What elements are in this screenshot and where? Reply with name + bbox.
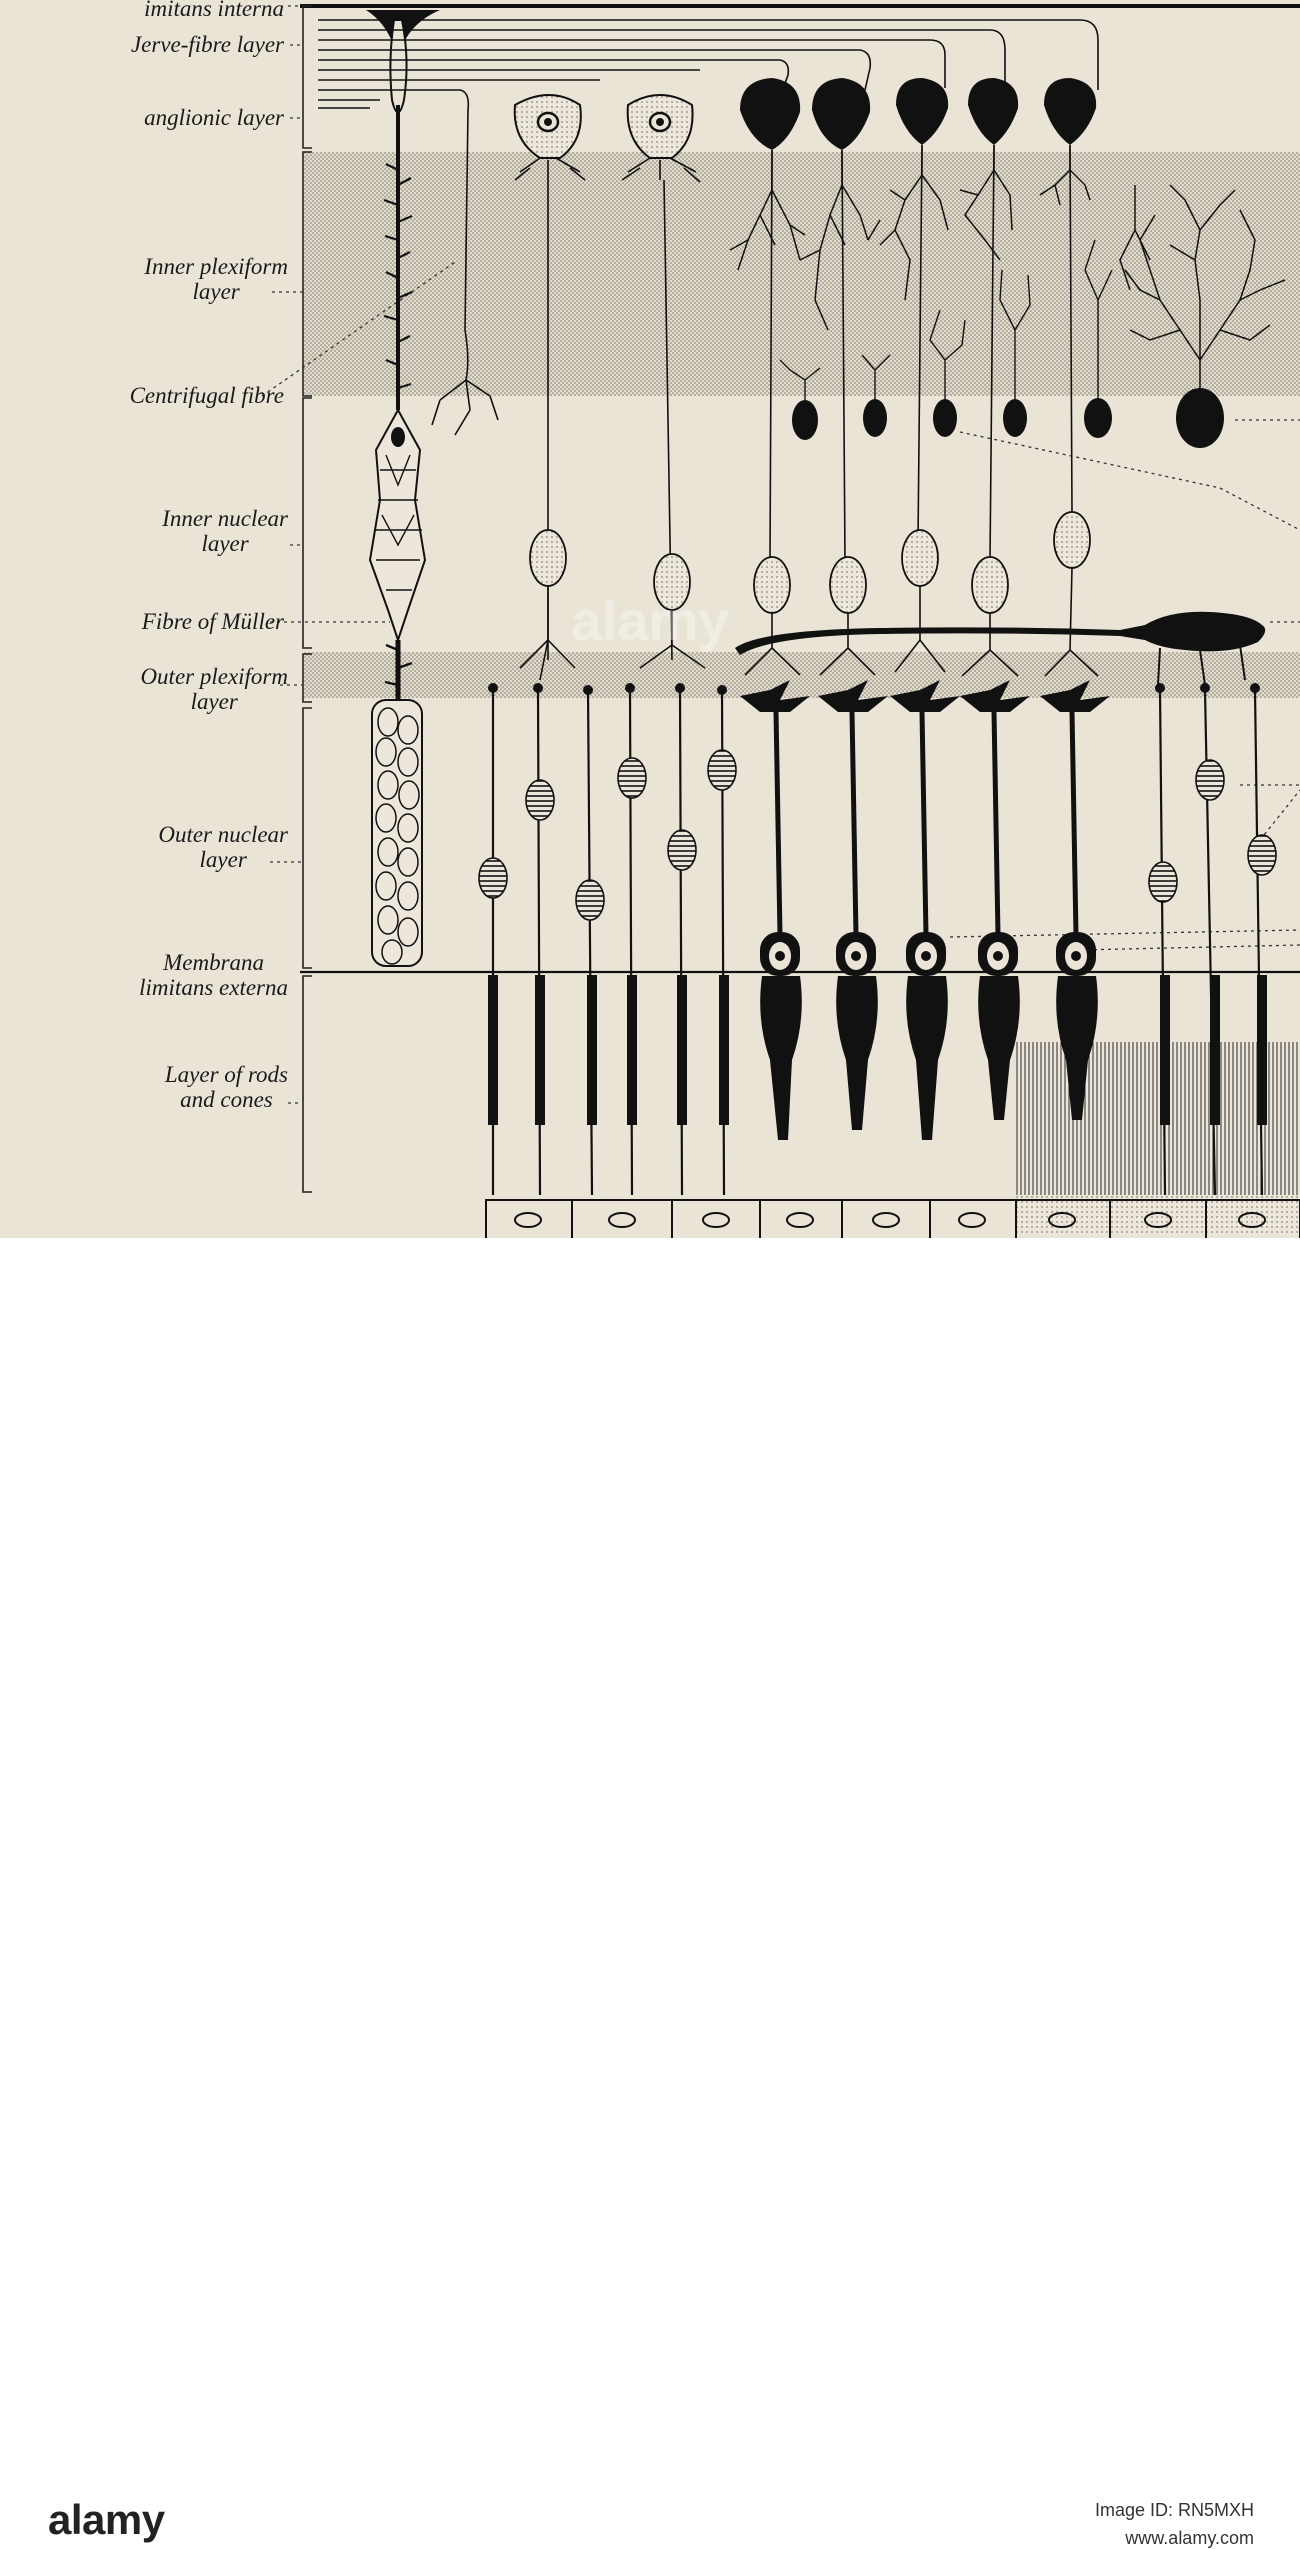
label-inner-nuclear-layer: Inner nuclear layer	[162, 506, 288, 556]
stock-footer: alamy Image ID: RN5MXH www.alamy.com	[0, 1238, 1300, 1349]
label-nerve-fibre-layer: Jerve-fibre layer	[131, 32, 284, 57]
outer-plexiform-band	[304, 652, 1300, 698]
pigment-epithelium	[486, 1195, 1300, 1238]
label-centrifugal-fibre: Centrifugal fibre	[130, 383, 284, 408]
label-rods-and-cones-layer: Layer of rods and cones	[165, 1062, 288, 1112]
label-membrana-limitans-externa: Membrana limitans externa	[139, 950, 288, 1000]
brand-logo: alamy	[48, 2496, 165, 2544]
rod-nuclei	[479, 750, 1276, 920]
image-id-text: Image ID: RN5MXH	[1095, 2500, 1254, 2521]
page: alamy imitans interna Jerve-fibre layer …	[0, 0, 1300, 1349]
amacrine-cells	[792, 388, 1224, 448]
watermark-text: alamy	[571, 589, 730, 652]
retina-layers-diagram: alamy imitans interna Jerve-fibre layer …	[0, 0, 1300, 1238]
label-inner-plexiform-layer: Inner plexiform layer	[144, 254, 288, 304]
cone-fibres	[776, 712, 1076, 935]
cone-nuclei	[760, 932, 1096, 976]
site-url-text: www.alamy.com	[1125, 2528, 1254, 2549]
label-limitans-interna: imitans interna	[144, 0, 284, 21]
label-fibre-of-muller: Fibre of Müller	[142, 609, 284, 634]
label-outer-plexiform-layer: Outer plexiform layer	[140, 664, 288, 714]
dark-ganglion-cells	[740, 78, 1096, 150]
label-outer-nuclear-layer: Outer nuclear layer	[158, 822, 288, 872]
label-ganglionic-layer: anglionic layer	[144, 105, 284, 130]
